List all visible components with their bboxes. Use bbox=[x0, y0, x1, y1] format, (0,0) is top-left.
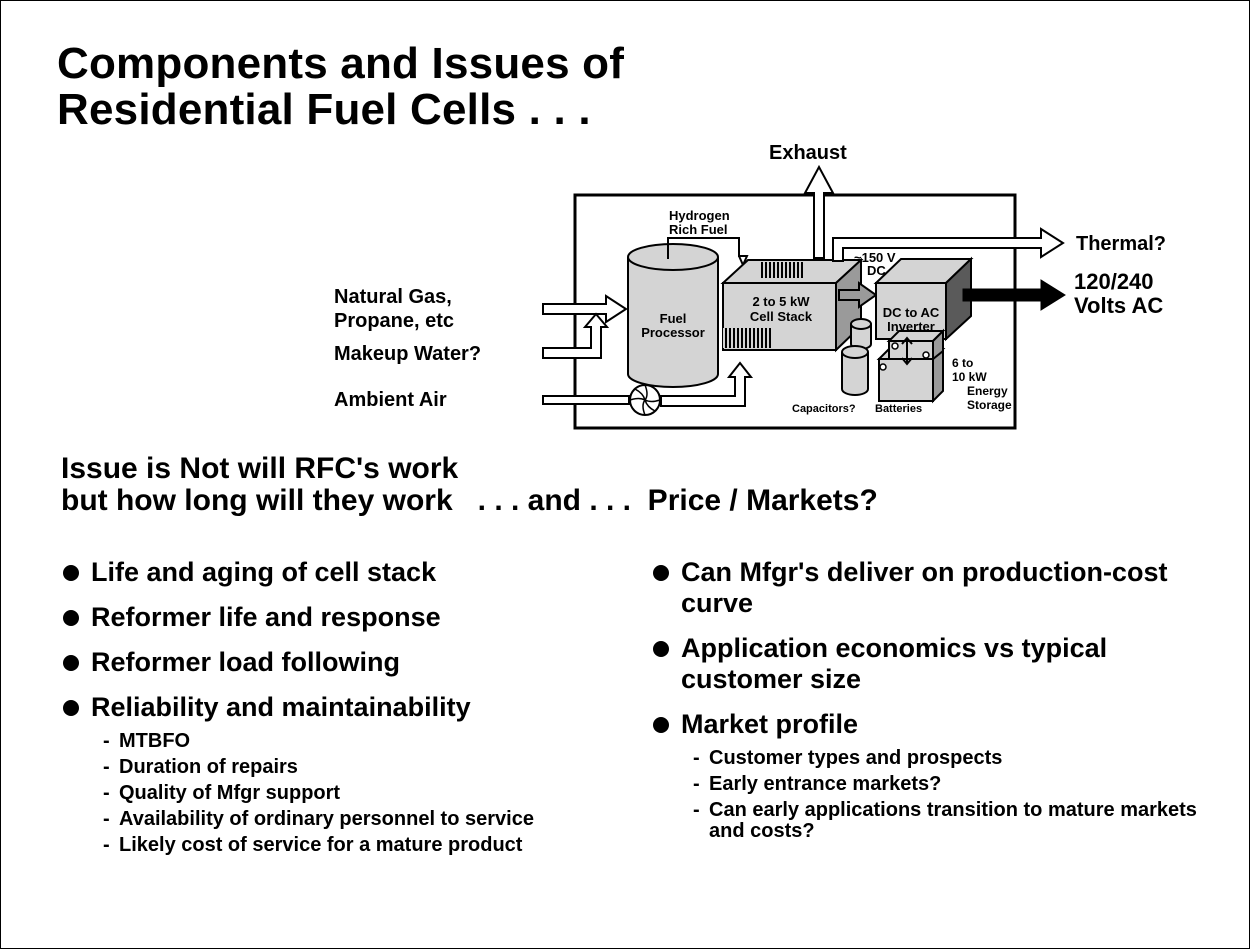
makeup-water-arrow bbox=[542, 312, 610, 359]
sub-item-personnel: Availability of ordinary personnel to se… bbox=[99, 809, 603, 831]
capacitors bbox=[841, 318, 872, 396]
dc-power-arrow bbox=[838, 281, 878, 309]
fuel-processor-label-line-2: Processor bbox=[641, 325, 705, 340]
bullet-application-economics: Application economics vs typical custome… bbox=[653, 633, 1213, 695]
inverter: DC to AC Inverter bbox=[873, 256, 974, 342]
issue-line-2: but how long will they work . . . and . … bbox=[61, 484, 878, 517]
ac-output-label-line-1: 120/240 bbox=[1074, 269, 1154, 294]
ambient-air-arrow bbox=[542, 395, 630, 405]
thermal-arrow bbox=[832, 227, 1065, 262]
issue-statement: Issue is Not will RFC's work but how lon… bbox=[61, 453, 878, 517]
sub-item-repair-duration: Duration of repairs bbox=[99, 757, 603, 779]
sub-item-transition: Can early applications transition to mat… bbox=[689, 800, 1213, 842]
fuel-cell-system-diagram: Exhaust Hydrogen Rich Fuel Fuel Processo… bbox=[334, 142, 1166, 430]
thermal-label: Thermal? bbox=[1076, 233, 1166, 255]
storage-label-line-2: 10 kW bbox=[952, 370, 987, 384]
ambient-air-label: Ambient Air bbox=[334, 389, 447, 411]
storage-label-line-1: 6 to bbox=[952, 356, 973, 370]
ac-output-label-line-2: Volts AC bbox=[1074, 293, 1163, 318]
bullet-reliability: Reliability and maintainability bbox=[63, 692, 603, 723]
right-issue-list: Can Mfgr's deliver on production-cost cu… bbox=[653, 557, 1213, 854]
hydrogen-label-line-2: Rich Fuel bbox=[669, 222, 728, 237]
fuel-processor: Fuel Processor bbox=[627, 243, 719, 388]
bullet-cell-stack-life: Life and aging of cell stack bbox=[63, 557, 603, 588]
market-profile-sub-list: Customer types and prospects Early entra… bbox=[689, 748, 1213, 842]
title-line-2: Residential Fuel Cells . . . bbox=[57, 85, 591, 134]
sub-item-early-markets: Early entrance markets? bbox=[689, 774, 1213, 796]
fuel-processor-label-line-1: Fuel bbox=[660, 311, 687, 326]
air-blower-fan-icon bbox=[629, 384, 661, 416]
cell-stack-label-line-2: Cell Stack bbox=[750, 309, 813, 324]
dc-voltage-label-line-2: DC bbox=[867, 263, 886, 278]
storage-label-line-4: Storage bbox=[967, 398, 1012, 412]
slide-title: Components and Issues of Residential Fue… bbox=[57, 41, 624, 133]
natural-gas-arrow bbox=[542, 294, 628, 324]
bullet-reformer-load: Reformer load following bbox=[63, 647, 603, 678]
sub-item-mtbfo: MTBFO bbox=[99, 731, 603, 753]
capacitors-label: Capacitors? bbox=[792, 403, 856, 415]
makeup-water-label: Makeup Water? bbox=[334, 343, 481, 365]
air-to-stack-arrow bbox=[660, 361, 754, 407]
natural-gas-label-line-1: Natural Gas, bbox=[334, 286, 452, 308]
batteries bbox=[876, 328, 946, 404]
bullet-market-profile: Market profile bbox=[653, 709, 1213, 740]
storage-label-line-3: Energy bbox=[967, 384, 1008, 398]
sub-item-customer-types: Customer types and prospects bbox=[689, 748, 1213, 770]
bullet-reformer-life: Reformer life and response bbox=[63, 602, 603, 633]
exhaust-arrow bbox=[803, 164, 835, 259]
natural-gas-label-line-2: Propane, etc bbox=[334, 310, 454, 332]
batteries-label: Batteries bbox=[875, 403, 922, 415]
bullet-production-cost: Can Mfgr's deliver on production-cost cu… bbox=[653, 557, 1213, 619]
sub-item-service-cost: Likely cost of service for a mature prod… bbox=[99, 835, 603, 857]
sub-item-mfgr-support: Quality of Mfgr support bbox=[99, 783, 603, 805]
hydrogen-label-line-1: Hydrogen bbox=[669, 208, 730, 223]
exhaust-label: Exhaust bbox=[769, 142, 847, 164]
reliability-sub-list: MTBFO Duration of repairs Quality of Mfg… bbox=[99, 731, 603, 857]
issue-line-1: Issue is Not will RFC's work bbox=[61, 452, 459, 485]
cell-stack-label-line-1: 2 to 5 kW bbox=[752, 294, 810, 309]
title-line-1: Components and Issues of bbox=[57, 39, 625, 88]
left-issue-list: Life and aging of cell stack Reformer li… bbox=[63, 557, 603, 868]
inverter-label-line-1: DC to AC bbox=[883, 305, 940, 320]
ac-output-arrow bbox=[962, 279, 1066, 311]
cell-stack: 2 to 5 kW Cell Stack bbox=[720, 257, 864, 353]
dc-voltage-label-line-1: ~150 V bbox=[854, 250, 896, 265]
